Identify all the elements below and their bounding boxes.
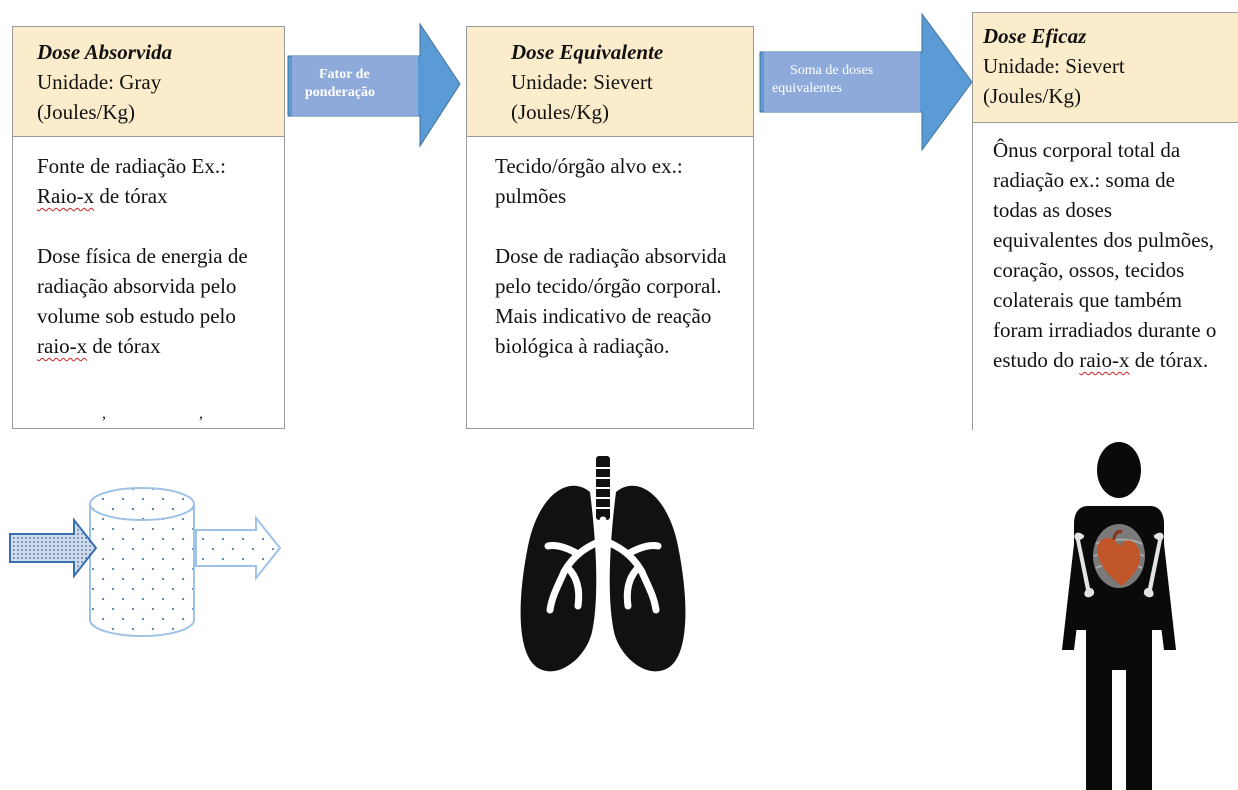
- box-paragraph: Fonte de radiação Ex.: Raio-x de tórax: [37, 151, 272, 211]
- stray-mark: ,: [199, 405, 203, 422]
- text-fragment: de tórax.: [1129, 348, 1209, 372]
- box-unit-detail: (Joules/Kg): [37, 100, 135, 124]
- underlined-term: Raio-x: [37, 184, 95, 208]
- box-unit-detail: (Joules/Kg): [511, 100, 609, 124]
- arrow-label-line: ponderação: [305, 85, 375, 100]
- arrow-label-line: equivalentes: [772, 81, 842, 96]
- stray-mark: ,: [102, 405, 106, 422]
- box-unit: Unidade: Gray: [37, 70, 162, 94]
- absorption-cylinder-icon: [9, 487, 282, 637]
- head: [1097, 442, 1141, 498]
- incoming-arrow: [9, 517, 98, 579]
- arrow-label-panel: [292, 56, 418, 116]
- box-unit: Unidade: Sievert: [983, 54, 1125, 78]
- human-body-icon: [1062, 442, 1176, 790]
- text-fragment: Dose física de energia de radiação absor…: [37, 244, 248, 328]
- box-header: Dose Equivalente Unidade: Sievert (Joule…: [467, 27, 753, 137]
- box-dose-absorvida: Dose Absorvida Unidade: Gray (Joules/Kg)…: [12, 26, 285, 429]
- box-paragraph: Tecido/órgão alvo ex.: pulmões: [495, 154, 683, 208]
- cylinder-body: [89, 504, 195, 637]
- arrow-fator-ponderacao: [287, 22, 461, 148]
- right-humerus: [1143, 532, 1164, 598]
- box-paragraph: Dose de radiação absorvida pelo tecido/ó…: [495, 244, 727, 358]
- arrow-label-line: Soma de doses: [790, 63, 874, 78]
- box-header: Dose Absorvida Unidade: Gray (Joules/Kg): [13, 27, 284, 137]
- box-body: Tecido/órgão alvo ex.: pulmões Dose de r…: [467, 137, 753, 361]
- box-title: Dose Equivalente: [511, 40, 664, 64]
- cylinder-top: [89, 487, 195, 521]
- underlined-term: raio-x: [37, 334, 88, 358]
- arrow-label-line: Fator de: [319, 67, 370, 82]
- box-body: Ônus corporal total da radiação ex.: som…: [973, 123, 1238, 375]
- torso: [1074, 506, 1164, 790]
- outgoing-arrow: [195, 515, 282, 581]
- box-dose-eficaz: Dose Eficaz Unidade: Sievert (Joules/Kg)…: [972, 12, 1238, 430]
- lungs-icon: [508, 436, 698, 706]
- box-body: Fonte de radiação Ex.: Raio-x de tórax D…: [13, 137, 284, 361]
- text-fragment: de tórax: [87, 334, 161, 358]
- arrow-label: Soma de doses equivalentes: [772, 62, 873, 98]
- text-fragment: de tórax: [94, 184, 168, 208]
- underlined-term: raio-x: [1079, 348, 1130, 372]
- box-title: Dose Eficaz: [983, 24, 1087, 48]
- box-unit: Unidade: Sievert: [511, 70, 653, 94]
- box-paragraph: Dose física de energia de radiação absor…: [37, 241, 272, 361]
- box-header: Dose Eficaz Unidade: Sievert (Joules/Kg): [973, 13, 1238, 123]
- box-dose-equivalente: Dose Equivalente Unidade: Sievert (Joule…: [466, 26, 754, 429]
- arrow-label: Fator de ponderação: [305, 66, 375, 102]
- heart: [1097, 537, 1141, 586]
- box-title: Dose Absorvida: [37, 40, 173, 64]
- text-fragment: Fonte de radiação Ex.:: [37, 154, 226, 178]
- box-unit-detail: (Joules/Kg): [983, 84, 1081, 108]
- text-fragment: Ônus corporal total da radiação ex.: som…: [993, 138, 1217, 372]
- arrow-label-panel: [764, 52, 920, 112]
- arrow-soma-doses: [759, 12, 973, 152]
- box-paragraph: Ônus corporal total da radiação ex.: som…: [993, 135, 1219, 375]
- left-humerus: [1074, 532, 1095, 598]
